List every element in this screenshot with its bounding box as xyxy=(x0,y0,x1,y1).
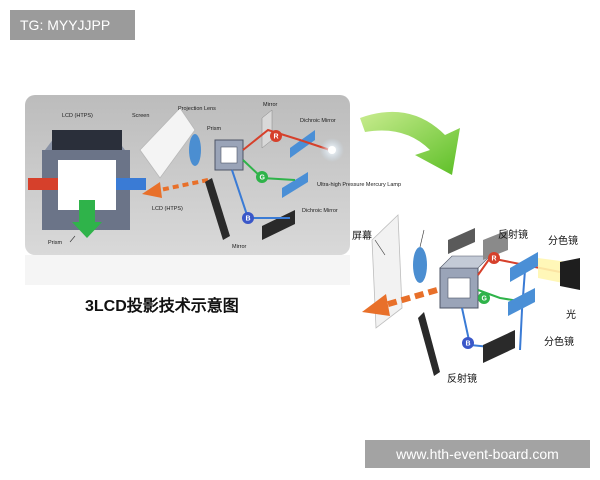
cn-label-dichroic-bottom: 分色镜 xyxy=(544,335,574,348)
red-circle xyxy=(270,130,282,142)
cn-green-circle xyxy=(478,292,490,304)
cn-label-dichroic-top: 分色镜 xyxy=(548,234,578,247)
cn-lens-shape xyxy=(413,247,427,283)
cn-lamp-shape xyxy=(560,258,580,290)
label-dichroic-bottom-1: Dichroic Mirror xyxy=(302,208,338,214)
green-circle xyxy=(256,171,268,183)
cn-light-vertical xyxy=(519,269,526,351)
cn-mirror-top-shape xyxy=(483,230,508,260)
english-diagram-panel: LCD (HTPS) Prism Screen Projection Lens … xyxy=(25,95,401,285)
diagram-caption: 3LCD投影技术示意图 xyxy=(85,298,239,315)
cn-lcd-top xyxy=(448,228,475,254)
label-screen: Screen xyxy=(132,113,149,119)
cn-label-g: G xyxy=(482,296,488,303)
tag-label: TG: MYYJJPP xyxy=(10,10,135,40)
cn-label-screen: 屏幕 xyxy=(352,229,372,242)
cn-mirror-bottom-shape xyxy=(483,330,515,363)
blue-circle xyxy=(242,212,254,224)
label-g: G xyxy=(260,175,266,182)
lamp-core xyxy=(328,146,336,154)
label-lcd-top: LCD (HTPS) xyxy=(62,113,93,119)
label-dichroic-top: Dichroic Mirror xyxy=(300,118,336,124)
green-beam-left xyxy=(72,200,102,238)
output-arrowhead xyxy=(142,182,162,198)
red-path xyxy=(242,128,331,151)
cn-label-light: 光 xyxy=(566,308,576,321)
label-prism: Prism xyxy=(207,126,221,132)
label-prism-left: Prism xyxy=(48,240,62,246)
lcd-top-panel xyxy=(52,130,122,150)
cn-output-arrowhead xyxy=(362,294,390,316)
dichroic-bottom-shape xyxy=(282,172,308,198)
label-projection-lens: Projection Lens xyxy=(178,106,216,112)
blue-beam-left xyxy=(116,178,146,190)
watermark-label: www.hth-event-board.com xyxy=(365,440,590,468)
red-beam-left xyxy=(28,178,58,190)
cn-dichroic-top-shape xyxy=(510,252,538,282)
label-mirror-top: Mirror xyxy=(263,102,278,108)
dichroic-top-shape xyxy=(290,130,315,158)
prism-unit-illustration xyxy=(28,130,146,243)
cn-label-mirror-top: 反射镜 xyxy=(498,228,528,241)
cn-dichroic-bottom-shape xyxy=(508,288,535,316)
label-r: R xyxy=(274,134,279,141)
cn-lcd-bottom xyxy=(418,312,440,376)
label-lcd-bottom: LCD (HTPS) xyxy=(152,206,183,212)
label-b: B xyxy=(246,216,251,223)
cn-label-b: B xyxy=(466,341,471,348)
projection-lens-shape xyxy=(189,134,201,166)
panel-reflection xyxy=(25,255,350,285)
chinese-diagram: 屏幕 反射镜 分色镜 分色镜 反射镜 光 xyxy=(352,214,580,385)
cn-label-mirror-bottom: 反射镜 xyxy=(447,372,477,385)
cn-red-circle xyxy=(488,252,500,264)
lcd-bottom-shape xyxy=(205,178,230,240)
cn-output-beam xyxy=(384,287,438,308)
cn-label-r: R xyxy=(492,256,497,263)
cn-blue-circle xyxy=(462,337,474,349)
label-lamp: Ultra-high Pressure Mercury Lamp xyxy=(317,182,401,188)
screen-shape xyxy=(139,107,196,179)
output-beam xyxy=(159,178,209,192)
label-mirror-bottom: Mirror xyxy=(232,244,247,250)
transition-arrow xyxy=(360,111,460,175)
